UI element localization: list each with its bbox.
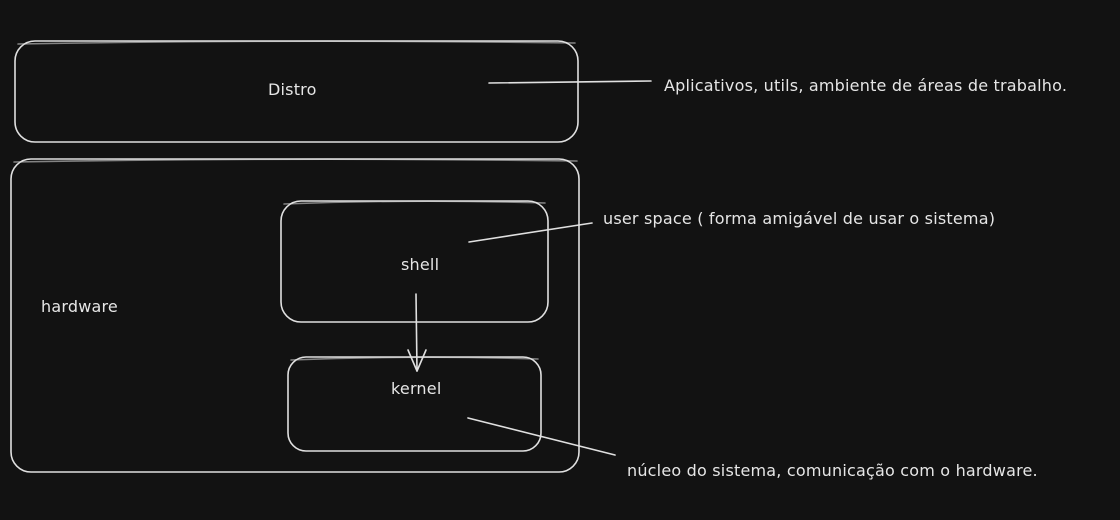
kernel-label: kernel <box>391 379 442 398</box>
hardware-box[interactable] <box>10 158 580 473</box>
shell-to-kernel-arrow <box>407 293 427 372</box>
kernel-annotation: núcleo do sistema, comunicação com o har… <box>627 461 1038 480</box>
user-space-annotation: user space ( forma amigável de usar o si… <box>603 209 996 228</box>
shell-label: shell <box>401 255 440 274</box>
hardware-label: hardware <box>41 297 118 316</box>
distro-label: Distro <box>268 80 317 99</box>
user-space-annotation-line <box>468 222 593 243</box>
distro-annotation-line <box>488 80 652 84</box>
distro-annotation: Aplicativos, utils, ambiente de áreas de… <box>664 76 1068 95</box>
kernel-box[interactable] <box>287 356 542 452</box>
kernel-annotation-line <box>467 417 616 456</box>
shell-box[interactable] <box>280 200 549 323</box>
distro-box[interactable] <box>14 40 579 143</box>
